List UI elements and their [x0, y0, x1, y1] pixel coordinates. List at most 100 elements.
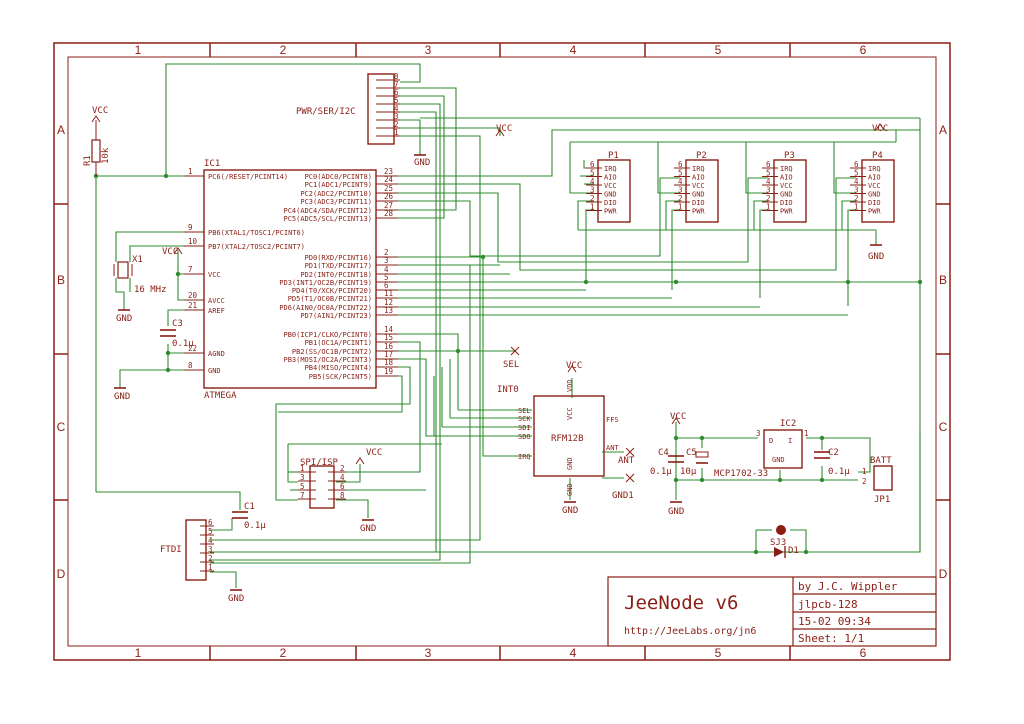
port-pin-label: DIO — [692, 199, 705, 207]
rfm-pin-sck: SCK — [518, 415, 531, 423]
port-pin-label: AIO — [692, 174, 705, 182]
ic1-pin-number: 4 — [384, 265, 389, 274]
port-pin-label: DIO — [868, 199, 881, 207]
rfm-pin-vcc: VCC — [566, 407, 574, 420]
rfm-pin-vdd: VDD — [566, 379, 574, 392]
close-icon — [510, 346, 520, 356]
port-pin-label: GND — [868, 191, 881, 199]
port-pin-number: 6 — [766, 160, 771, 169]
grid-row-label: B — [57, 273, 65, 287]
wires — [95, 63, 921, 588]
port-pin-label: PWR — [868, 208, 881, 216]
ic1-name: IC1 — [204, 159, 220, 169]
grid-col-label: 2 — [280, 646, 287, 660]
gnd-symbol-reg: GND — [668, 501, 684, 517]
grid-row-label: C — [57, 420, 66, 434]
ant-label: ANT — [618, 456, 635, 466]
vcc-arrow-icon — [91, 115, 101, 123]
port-pin-number: 4 — [590, 177, 595, 186]
rfm-pin-gnd: GND — [566, 483, 574, 496]
spi-pin-number: 1 — [300, 464, 305, 473]
ic1-pin-label: PB2(SS/OC1B/PCINT2) — [292, 348, 372, 356]
vcc-arrow-icon — [567, 365, 577, 373]
vcc-arrow-icon — [495, 129, 505, 137]
ic1-pin-label: PB6(XTAL1/TOSC1/PCINT6) — [208, 229, 305, 237]
port-name: P2 — [696, 151, 707, 161]
ic1-pin-number: 12 — [384, 298, 393, 307]
gnd-symbol-ftdi: GND — [228, 589, 244, 604]
frame-grid-labels: 1 2 3 4 5 6 1 2 3 4 5 6 A B C D A B C D — [57, 43, 948, 660]
ic1-pin-number: 23 — [384, 167, 393, 176]
ic1-part: ATMEGA — [204, 391, 237, 401]
grid-col-label: 3 — [425, 646, 432, 660]
title-block: JeeNode v6 http://JeeLabs.org/jn6 by J.C… — [607, 576, 937, 647]
port-pin-number: 2 — [590, 194, 595, 203]
d1-diode: D1 — [774, 546, 799, 558]
vcc-label: VCC — [366, 448, 382, 458]
board-name: jlpcb-128 — [798, 598, 858, 611]
port-pin-label: DIO — [604, 199, 617, 207]
ftdi-pin-number: 3 — [208, 545, 213, 554]
ic1-pin-label: PB1(OC1A/PCINT1) — [305, 339, 372, 347]
grid-row-label: A — [57, 123, 65, 137]
spi-pin-number: 3 — [300, 473, 305, 482]
ic1-pin-label: PC6(/RESET/PCINT14) — [208, 173, 288, 181]
port-pin-number: 5 — [766, 169, 771, 178]
ic2-pin: 1 — [804, 429, 809, 438]
ic1-pin-number: 1 — [188, 167, 193, 176]
port-pin-label: VCC — [868, 182, 881, 190]
port-pin-label: PWR — [692, 208, 705, 216]
gnd-symbol-ports: GND — [868, 244, 884, 262]
sheet-frame — [53, 42, 951, 661]
ic2-name: IC2 — [780, 419, 796, 429]
grid-col-label: 4 — [570, 43, 577, 57]
spi-pin-number: 6 — [340, 482, 345, 491]
ic1-pin-label: PD1(TXD/PCINT17) — [305, 262, 372, 270]
port-pin-label: AIO — [868, 174, 881, 182]
ic1-pin-label: PB0(ICP1/CLKO/PCINT0) — [283, 331, 372, 339]
gnd-label: GND — [116, 314, 132, 324]
ic1-pin-label: PD3(INT1/OC2B/PCINT19) — [279, 279, 372, 287]
port-pin-number: 4 — [766, 177, 771, 186]
pwr-pin-number: 4 — [394, 104, 399, 113]
port-pin-label: IRQ — [604, 165, 617, 173]
pwr-pin-number: 8 — [394, 72, 399, 81]
ic1-pin-label: PB5(SCK/PCINT5) — [309, 373, 372, 381]
port-pin-label: VCC — [780, 182, 793, 190]
port-pin-label: IRQ — [692, 165, 705, 173]
rfm-name: RFM12B — [551, 434, 584, 444]
grid-col-label: 4 — [570, 646, 577, 660]
vcc-symbol-rfm: VCC — [566, 361, 582, 373]
vcc-arrow-icon — [875, 123, 885, 131]
vcc-label: VCC — [92, 106, 108, 116]
jp1-pin: 2 — [862, 477, 867, 486]
ic1-pin-number: 26 — [384, 192, 394, 201]
gnd-label: GND — [228, 594, 244, 604]
spi-pin-number: 5 — [300, 482, 305, 491]
c2-capacitor: C2 0.1μ — [814, 448, 850, 477]
ic1-pin-label: PC2(ADC2/PCINT10) — [300, 190, 372, 198]
ftdi-pin-number: 2 — [208, 554, 213, 563]
vcc-label: VCC — [872, 124, 888, 134]
ic2-part: MCP1702-33 — [714, 469, 768, 479]
ic1-pin-number: 25 — [384, 184, 393, 193]
grid-row-label: A — [939, 123, 947, 137]
port-pin-number: 3 — [590, 186, 595, 195]
ftdi-label: FTDI — [160, 545, 182, 555]
port-pin-number: 1 — [590, 203, 595, 212]
gnd1-marker: GND1 — [612, 473, 635, 501]
vcc-label: VCC — [496, 124, 512, 134]
port-pin-number: 2 — [678, 194, 683, 203]
ic2-regulator: IC2 MCP1702-33 3 D I 1 GND — [714, 419, 809, 479]
vcc-symbol-spi: VCC — [355, 448, 382, 465]
grid-row-label: D — [57, 567, 66, 581]
grid-col-label: 2 — [280, 43, 287, 57]
gnd-label: GND — [114, 392, 130, 402]
gnd-label: GND — [360, 524, 376, 534]
ftdi-pin-number: 1 — [208, 563, 213, 572]
r1-value: 10k — [101, 147, 111, 164]
ic1-pin-number: 9 — [188, 223, 193, 232]
